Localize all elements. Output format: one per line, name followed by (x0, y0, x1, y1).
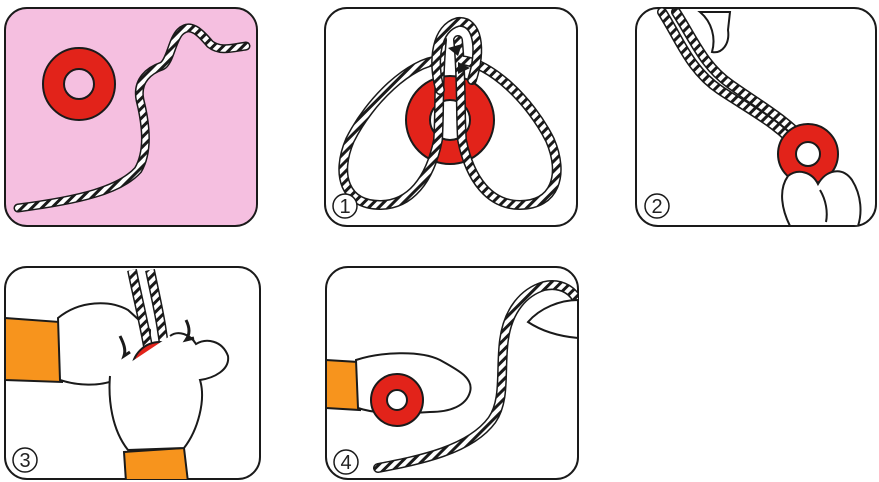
panel-step-1: 1 (325, 8, 577, 226)
panel-intro-background (5, 8, 257, 226)
step-number: 4 (340, 452, 351, 474)
sleeve-left (326, 360, 360, 410)
panel-step-2: 2 (636, 8, 876, 226)
step-number: 1 (339, 196, 350, 218)
red-ring-icon (43, 48, 115, 120)
step-number: 3 (19, 450, 30, 472)
hand-icon (782, 171, 860, 226)
red-ring-icon (406, 76, 494, 164)
red-ring-icon (371, 374, 423, 426)
panel-step-3: 3 (5, 267, 260, 482)
sleeve-left (5, 318, 62, 382)
step-badge-3: 3 (13, 448, 37, 472)
sleeve-bottom (124, 448, 188, 482)
step-badge-4: 4 (334, 450, 358, 474)
step-number: 2 (651, 196, 662, 218)
step-badge-2: 2 (645, 194, 669, 218)
step-badge-1: 1 (333, 194, 357, 218)
panel-intro (5, 8, 257, 226)
panel-step-4: 4 (326, 267, 578, 479)
